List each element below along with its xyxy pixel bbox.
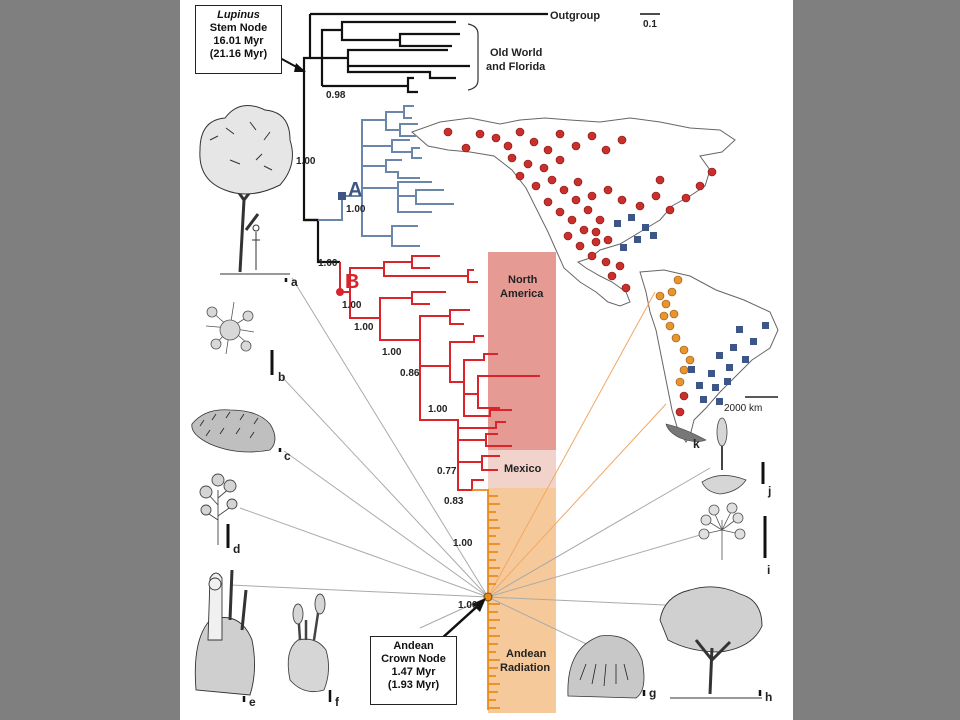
support-086: 0.86 (400, 368, 420, 379)
crown-node-box: Andean Crown Node 1.47 Myr (1.93 Myr) (370, 636, 457, 705)
node-b-marker (336, 288, 344, 296)
tree-scale-label: 0.1 (643, 19, 657, 30)
support-100-left: 1.00 (318, 258, 338, 269)
plant-letter-a: a (291, 275, 298, 289)
support-100-b4: 1.00 (428, 404, 448, 415)
map-scale-label: 2000 km (724, 403, 762, 414)
support-100-a: 1.00 (346, 204, 366, 215)
support-100-crown: 1.00 (458, 600, 478, 611)
crown-node-age-alt: (1.93 Myr) (387, 679, 440, 691)
connector-lines-orange (487, 291, 667, 598)
outgroup-label: Outgroup (550, 10, 600, 22)
stem-node-label: Stem Node (209, 22, 268, 34)
andean-label-2: Radiation (500, 662, 550, 674)
crown-node-label: Crown Node (381, 653, 446, 665)
support-098: 0.98 (326, 90, 346, 101)
plant-a-tree (199, 105, 293, 275)
plant-letter-e: e (249, 695, 256, 709)
plant-f-flowering (287, 593, 329, 693)
node-a-marker (338, 192, 346, 200)
plant-letter-j: j (767, 484, 771, 498)
north-america-label-1: North (508, 274, 538, 286)
plant-letter-c: c (284, 449, 291, 463)
support-083: 0.83 (444, 496, 464, 507)
north-america-band (488, 252, 556, 450)
plant-letter-h: h (765, 690, 772, 704)
plant-letter-i: i (767, 563, 770, 577)
plant-b-rosette (205, 301, 255, 355)
map-points-red (443, 127, 717, 417)
north-america-label-2: America (500, 288, 544, 300)
crown-arrow (439, 598, 486, 641)
map-points-blue (614, 214, 769, 405)
crown-node-marker (483, 592, 493, 602)
plant-g-cushion (567, 635, 645, 699)
support-100-b5: 1.00 (453, 538, 473, 549)
stem-node-age: 16.01 Myr (213, 35, 264, 47)
plant-j-rosette (701, 417, 747, 495)
clade-b-label: B (345, 271, 359, 293)
stem-node-box: Lupinus Stem Node 16.01 Myr (21.16 Myr) (195, 5, 282, 74)
old-world-bracket (467, 23, 479, 91)
stem-node-age-alt: (21.16 Myr) (209, 48, 268, 60)
andean-label-1: Andean (506, 648, 547, 660)
crown-node-region: Andean (393, 640, 434, 652)
support-100-b: 1.00 (342, 300, 362, 311)
tree-clade-a (318, 105, 454, 247)
plant-letter-g: g (649, 686, 656, 700)
mexico-label: Mexico (504, 463, 542, 475)
plant-letter-f: f (335, 695, 340, 709)
andean-band (488, 488, 556, 713)
support-077: 0.77 (437, 466, 457, 477)
support-100-root: 1.00 (296, 156, 316, 167)
tree-andean (472, 489, 500, 710)
plant-d-sprig (199, 473, 238, 545)
stem-arrow (279, 57, 306, 72)
plant-letter-k: k (693, 437, 700, 451)
old-world-label-2: and Florida (486, 61, 546, 73)
clade-a-label: A (348, 179, 362, 201)
map-points-orange (655, 275, 695, 387)
crown-node-age: 1.47 Myr (391, 666, 436, 678)
small-scale-ticks (242, 278, 762, 702)
tree-black (302, 12, 548, 264)
support-100-b2: 1.00 (354, 322, 374, 333)
plant-e-spikes (194, 569, 255, 696)
stem-node-genus: Lupinus (217, 9, 260, 21)
plant-c-cushion (191, 409, 276, 453)
support-100-b3: 1.00 (382, 347, 402, 358)
plant-i-umbel (698, 502, 746, 560)
plant-letter-d: d (233, 542, 240, 556)
plant-h-shrub (659, 586, 763, 699)
plant-letter-b: b (278, 370, 285, 384)
plant-k-island (665, 423, 707, 442)
old-world-label-1: Old World (490, 47, 542, 59)
